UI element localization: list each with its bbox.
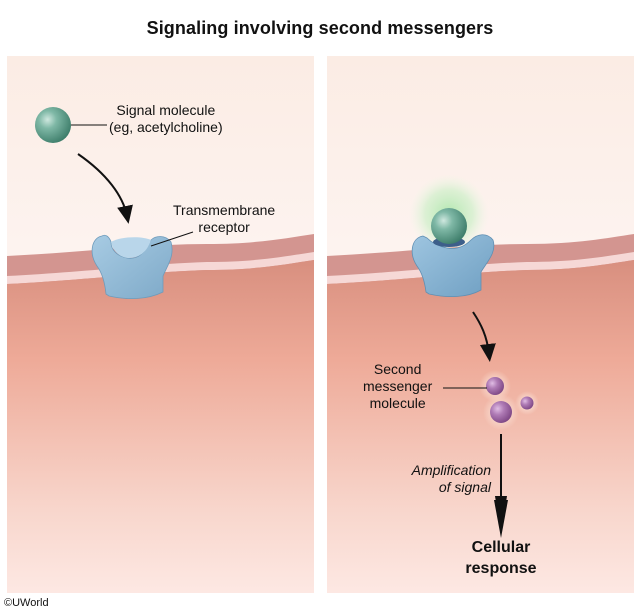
second-messenger-molecules [479, 370, 539, 430]
receptor-label-line2: receptor [198, 219, 250, 235]
signal-molecule [35, 107, 71, 143]
cellular-response-label-line2: response [465, 560, 537, 577]
second-messenger-1 [486, 377, 504, 395]
receptor-label: Transmembrane receptor [173, 202, 275, 236]
bound-signal-molecule [431, 208, 467, 244]
cellular-response-label: Cellular response [461, 537, 541, 579]
receptor-leader-line [150, 231, 194, 247]
second-messenger-label: Second messenger molecule [363, 361, 432, 412]
receptor-label-line1: Transmembrane [173, 202, 276, 218]
signal-molecule-label: Signal molecule (eg, acetylcholine) [109, 102, 223, 136]
panel-left-illustration [7, 56, 314, 593]
second-messenger-label-line2: messenger [363, 378, 433, 394]
amplification-label-line1: Amplification [411, 462, 491, 478]
amplification-label: Amplification of signal [397, 462, 491, 496]
cytoplasm [327, 260, 634, 593]
second-messenger-label-line1: Second [373, 361, 422, 377]
copyright-credit: ©UWorld [4, 597, 49, 609]
transmembrane-receptor [91, 234, 173, 300]
activation-arrow [472, 311, 496, 362]
binding-arrow [77, 153, 133, 224]
panel-after-binding: Second messenger molecule Amplification … [327, 56, 634, 593]
second-messenger-3 [520, 396, 534, 410]
cellular-response-label-line1: Cellular [471, 539, 531, 556]
second-messenger-2 [490, 401, 512, 423]
amplification-arrow-head [494, 500, 508, 538]
panel-before-binding: Signal molecule (eg, acetylcholine) Tran… [7, 56, 314, 593]
cytoplasm [7, 260, 314, 593]
signal-molecule-label-line2: (eg, acetylcholine) [109, 119, 223, 135]
diagram-title: Signaling involving second messengers [146, 18, 494, 38]
second-messenger-label-line3: molecule [369, 395, 426, 411]
amplification-label-line2: of signal [438, 479, 491, 495]
signal-molecule-label-line1: Signal molecule [116, 102, 216, 118]
panel-right-illustration [327, 56, 634, 593]
